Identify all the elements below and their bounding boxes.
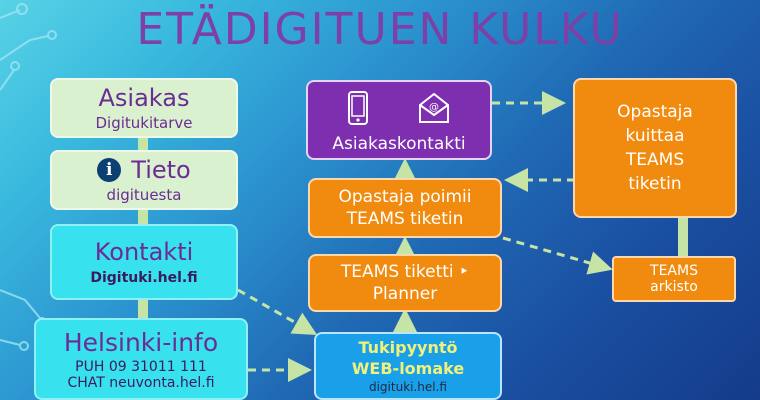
box-opastaja-poimii: Opastaja poimii TEAMS tiketin [308,178,502,238]
connector-right [678,218,688,258]
box-teams-planner: TEAMS tiketti ‣ Planner [308,254,502,312]
kuittaa-line2: kuittaa [625,126,685,146]
kontakti-subtitle: Digituki.hel.fi [90,270,198,286]
box-asiakaskontakti: @ Asiakaskontakti [306,80,492,160]
arkisto-line2: arkisto [650,279,698,295]
kontakti-title: Kontakti [94,238,194,266]
email-icon: @ [419,92,449,123]
connector-left-1 [138,136,148,152]
web-line2: WEB-lomake [351,359,465,378]
arkisto-line1: TEAMS [650,263,698,279]
planner-line1: TEAMS tiketti ‣ [340,262,470,282]
asiakas-title: Asiakas [98,84,190,112]
web-line1: Tukipyyntö [358,338,458,357]
arrow-kontakti-to-web [237,288,318,335]
kuittaa-line3: TEAMS [625,150,685,170]
tieto-title: Tieto [131,156,191,184]
box-helsinki-info: Helsinki-info PUH 09 31011 111 CHAT neuv… [34,318,248,400]
box-teams-arkisto: TEAMS arkisto [612,256,736,302]
box-kontakti: Kontakti Digituki.hel.fi [50,224,238,300]
arrow-poimii-to-arkisto [502,236,613,275]
phone-icon [348,91,368,125]
kuittaa-line1: Opastaja [617,102,693,122]
box-opastaja-kuittaa: Opastaja kuittaa TEAMS tiketin [573,78,737,218]
helsinki-phone: PUH 09 31011 111 [75,358,207,375]
kuittaa-line4: tiketin [628,174,682,194]
asiakas-subtitle: Digitukitarve [95,114,193,132]
info-icon: i [97,158,122,182]
helsinki-chat: CHAT neuvonta.hel.fi [67,374,215,391]
svg-text:@: @ [429,102,439,113]
asiakaskontakti-title: Asiakaskontakti [332,134,466,154]
box-tieto: i Tieto digituesta [50,150,238,210]
tieto-subtitle: digituesta [106,186,182,204]
poimii-line1: Opastaja poimii [338,187,472,207]
box-asiakas: Asiakas Digitukitarve [50,78,238,138]
helsinki-title: Helsinki-info [63,327,219,357]
page-title: ETÄDIGITUEN KULKU [136,4,624,55]
web-line3: digituki.hel.fi [368,380,447,394]
box-web-lomake: Tukipyyntö WEB-lomake digituki.hel.fi [314,332,502,400]
connector-left-3 [138,300,148,320]
planner-line2: Planner [372,284,438,304]
poimii-line2: TEAMS tiketin [346,209,464,229]
connector-left-2 [138,210,148,226]
